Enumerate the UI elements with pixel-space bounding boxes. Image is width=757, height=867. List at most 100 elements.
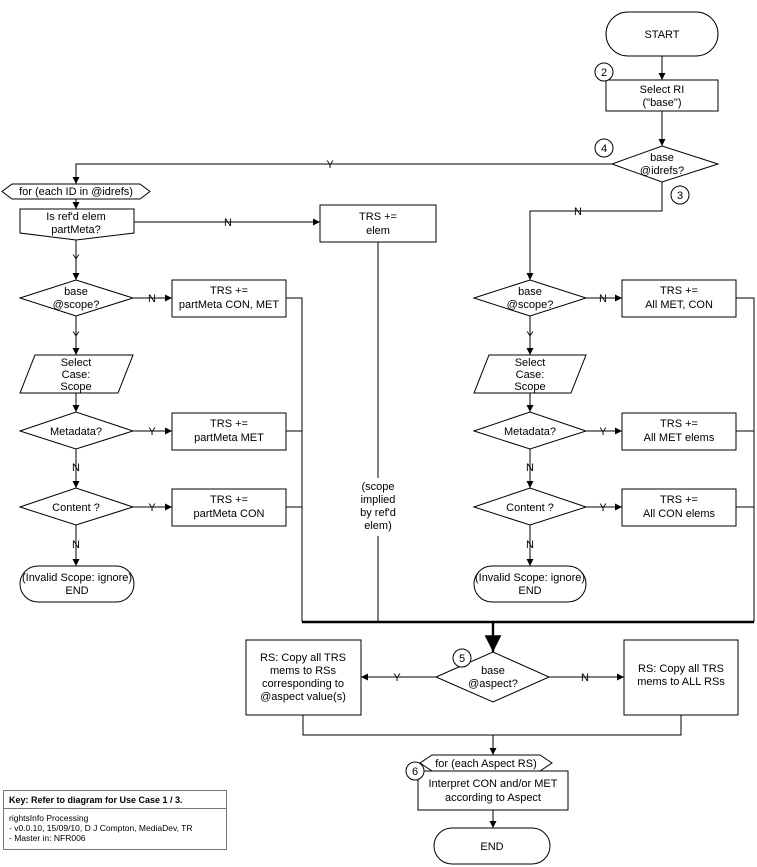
is-refd-line1: Is ref'd elem — [46, 211, 106, 223]
trs-all-met-con-line1: TRS += — [660, 285, 698, 297]
right-end-terminator: (Invalid Scope: ignore) END — [473, 565, 587, 603]
connectors — [72, 56, 755, 828]
trs-pm-con-met-line2: partMeta CON, MET — [179, 299, 280, 311]
left-select-case-input: Select Case: Scope — [19, 354, 134, 394]
base-aspect-line1: base — [481, 665, 505, 677]
trs-all-met-line2: All MET elems — [644, 432, 715, 444]
right-metadata-label: Metadata? — [504, 426, 556, 438]
trs-all-con-process: TRS += All CON elems — [621, 488, 737, 527]
trs-all-met-process: TRS += All MET elems — [621, 412, 737, 451]
right-end-line1: (Invalid Scope: ignore) — [475, 572, 585, 584]
line-left-trs1 — [286, 297, 303, 622]
edge-labels: Y N N Y N Y Y N Y N N Y Y N Y N Y N — [72, 159, 607, 684]
edge-label-refd-yes: Y — [72, 253, 80, 265]
base-idrefs-decision: base @idrefs? — [610, 145, 720, 183]
left-scope-line1: base — [64, 286, 88, 298]
select-ri-line2: ("base") — [643, 97, 682, 109]
edge-label-left-meta-yes: Y — [148, 426, 156, 438]
right-content-decision: Content ? — [472, 487, 588, 526]
edge-label-aspect-yes: Y — [393, 672, 401, 684]
left-end-terminator: (Invalid Scope: ignore) END — [19, 565, 135, 603]
rs-copy-corr-line1: RS: Copy all TRS — [260, 652, 346, 664]
trs-elem-line1: TRS += — [359, 211, 397, 223]
left-content-decision: Content ? — [18, 487, 135, 526]
left-metadata-label: Metadata? — [50, 426, 102, 438]
trs-all-met-con-line2: All MET, CON — [645, 299, 713, 311]
trs-all-con-line1: TRS += — [660, 494, 698, 506]
arrow-idrefs-no — [526, 182, 663, 280]
trs-all-met-line1: TRS += — [660, 418, 698, 430]
key-line-3: - Master in: NFR006 — [9, 833, 86, 843]
left-scope-line2: @scope? — [53, 299, 100, 311]
rs-copy-all-line1: RS: Copy all TRS — [638, 663, 724, 675]
right-select-case-line3: Scope — [514, 381, 545, 393]
svg-text:4: 4 — [601, 143, 607, 155]
interpret-process: Interpret CON and/or MET according to As… — [417, 770, 569, 811]
trs-elem-line2: elem — [366, 225, 390, 237]
left-end-line2: END — [65, 585, 88, 597]
trs-partmeta-met-process: TRS += partMeta MET — [171, 412, 287, 451]
for-each-aspect-loop: for (each Aspect RS) — [419, 754, 553, 772]
right-select-case-input: Select Case: Scope — [473, 354, 587, 394]
end-label: END — [480, 841, 503, 853]
interpret-line2: according to Aspect — [445, 792, 541, 804]
edge-label-idrefs-no: N — [574, 206, 582, 218]
line-rs-merge — [302, 715, 682, 736]
left-scope-decision: base @scope? — [18, 279, 135, 317]
right-scope-decision: base @scope? — [472, 279, 588, 317]
scope-implied-note: (scope implied by ref'd elem) — [357, 478, 399, 536]
scope-implied-line4: elem) — [364, 520, 392, 532]
right-select-case-line2: Case: — [516, 369, 545, 381]
start-terminator: START — [605, 11, 719, 57]
left-select-case-line1: Select — [61, 357, 92, 369]
scope-implied-line2: implied — [361, 494, 396, 506]
rs-copy-all-line2: mems to ALL RSs — [637, 676, 725, 688]
marker-2: 2 — [594, 62, 614, 82]
select-ri-line1: Select RI — [640, 84, 685, 96]
for-each-id-loop: for (each ID in @idrefs) — [1, 183, 151, 200]
marker-6: 6 — [405, 761, 425, 781]
line-right-trs1 — [736, 297, 755, 622]
rs-copy-corr-line2: mems to RSs — [270, 665, 337, 677]
edge-label-idrefs-yes: Y — [326, 159, 334, 171]
edge-label-left-content-no: N — [72, 539, 80, 551]
svg-text:5: 5 — [459, 653, 465, 665]
base-idrefs-line1: base — [650, 152, 674, 164]
right-content-label: Content ? — [506, 502, 554, 514]
edge-label-left-meta-no: N — [72, 462, 80, 474]
trs-pm-met-line2: partMeta MET — [194, 432, 264, 444]
scope-implied-line3: by ref'd — [360, 507, 396, 519]
marker-3: 3 — [670, 185, 690, 205]
scope-implied-line1: (scope — [361, 481, 394, 493]
base-aspect-line2: @aspect? — [468, 678, 518, 690]
edge-label-right-content-no: N — [526, 539, 534, 551]
for-each-aspect-label: for (each Aspect RS) — [435, 758, 537, 770]
start-label: START — [644, 29, 679, 41]
trs-pm-con-line1: TRS += — [210, 494, 248, 506]
left-metadata-decision: Metadata? — [18, 411, 135, 450]
rs-copy-all-process: RS: Copy all TRS mems to ALL RSs — [623, 639, 739, 716]
left-select-case-line3: Scope — [60, 381, 91, 393]
edge-label-right-meta-yes: Y — [599, 426, 607, 438]
edge-label-right-content-yes: Y — [599, 502, 607, 514]
rs-copy-corr-line4: @aspect value(s) — [260, 691, 346, 703]
base-aspect-decision: base @aspect? — [434, 651, 551, 703]
right-metadata-decision: Metadata? — [472, 411, 588, 450]
key-title: Key: Refer to diagram for Use Case 1 / 3… — [4, 791, 226, 809]
svg-text:3: 3 — [677, 190, 683, 202]
right-scope-line1: base — [518, 286, 542, 298]
edge-label-left-scope-yes: Y — [72, 330, 80, 342]
right-end-line2: END — [518, 585, 541, 597]
trs-pm-con-met-line1: TRS += — [210, 285, 248, 297]
right-select-case-line1: Select — [515, 357, 546, 369]
edge-label-aspect-no: N — [581, 672, 589, 684]
edge-label-left-content-yes: Y — [148, 502, 156, 514]
end-terminator: END — [433, 827, 551, 865]
svg-text:6: 6 — [412, 766, 418, 778]
left-end-line1: (Invalid Scope: ignore) — [22, 572, 132, 584]
edge-label-right-scope-no: N — [599, 293, 607, 305]
trs-elem-process: TRS += elem — [319, 204, 437, 243]
left-select-case-line2: Case: — [62, 369, 91, 381]
svg-text:2: 2 — [601, 67, 607, 79]
